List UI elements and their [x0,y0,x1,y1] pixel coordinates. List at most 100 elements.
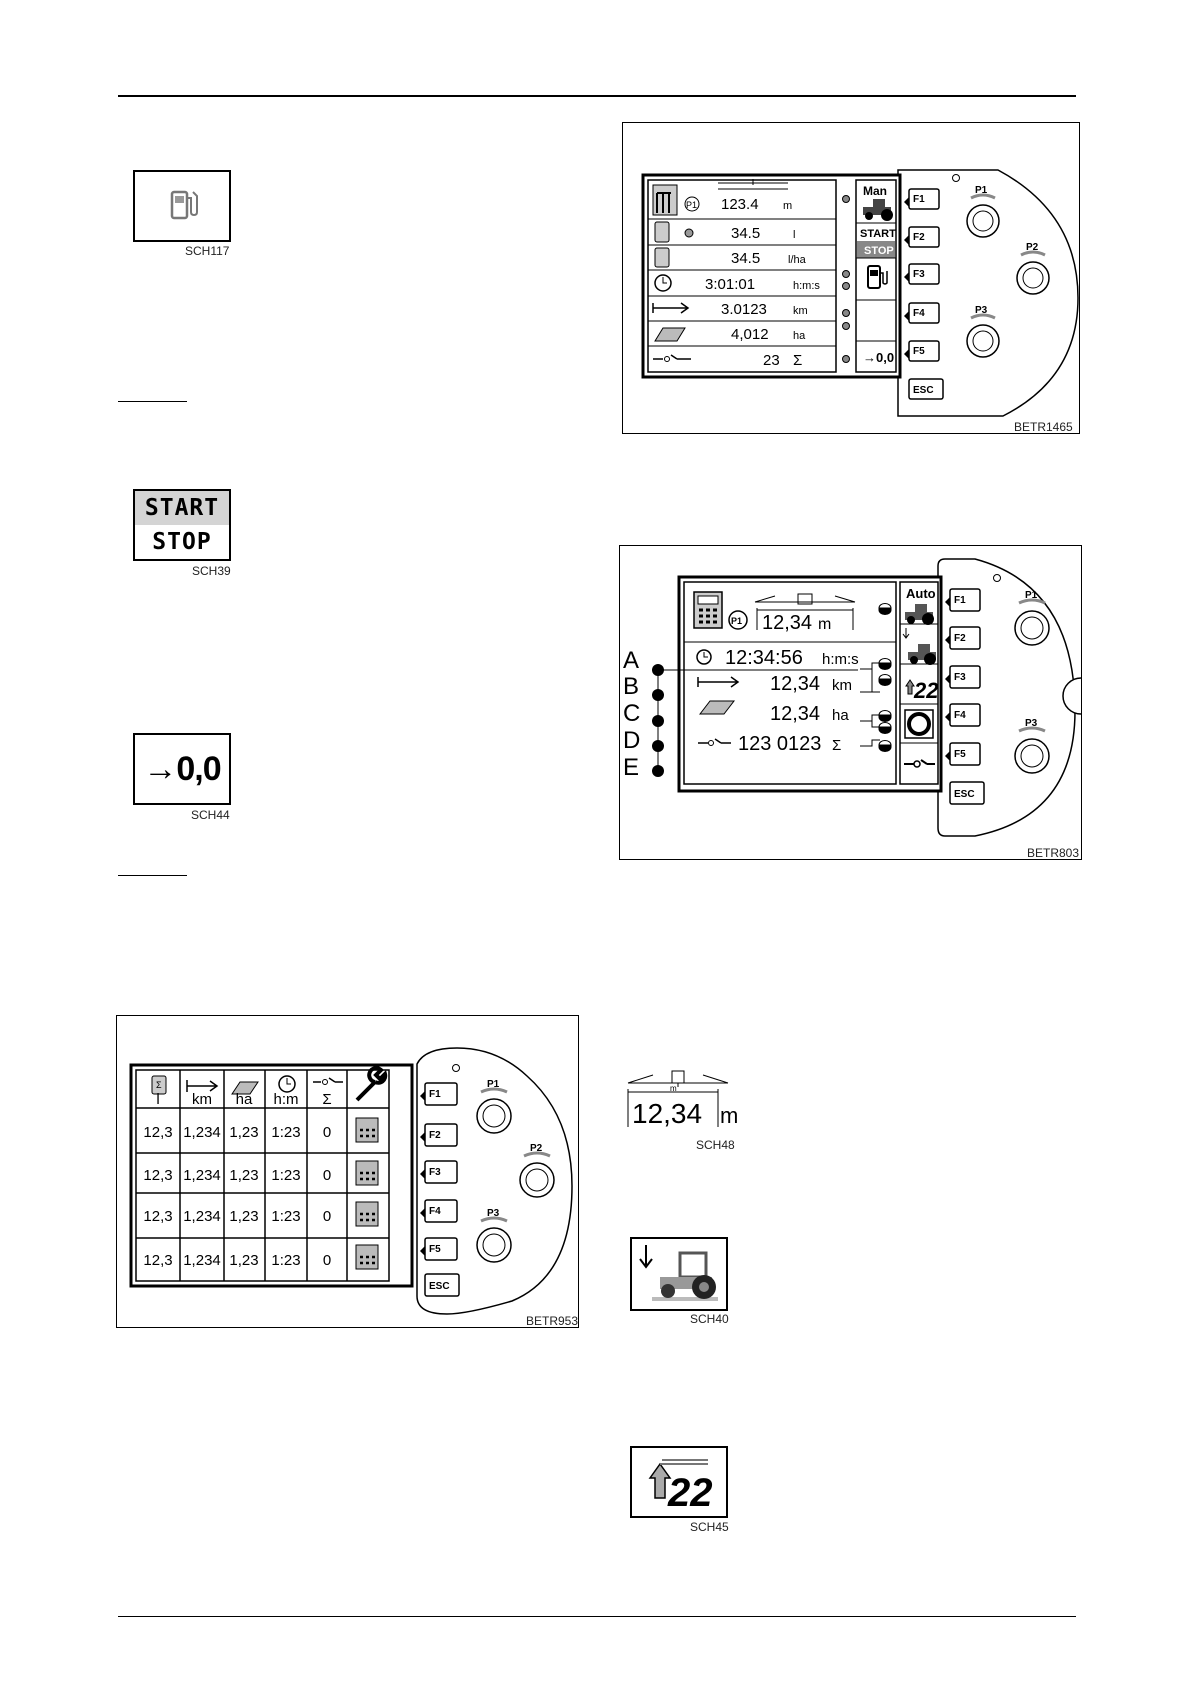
row-unit-4: h:m:s [793,280,820,292]
auto-label: Auto [906,586,936,601]
f2-key[interactable]: F2 [913,232,925,243]
footer-rule [118,1616,1076,1617]
table-cell: 1:23 [271,1167,300,1184]
fuel-pump-icon [151,1075,167,1095]
reset-label: →0,0 [143,750,221,788]
table-cell: 1,234 [183,1124,221,1141]
header-km: km [192,1091,212,1108]
f3-key[interactable]: F3 [913,269,925,280]
f4-key[interactable]: F4 [954,710,966,721]
svg-text:P1: P1 [1025,590,1038,601]
knob-p3[interactable]: P3 [476,1208,512,1263]
knob-p1[interactable]: P1 [966,185,1000,238]
esc-key[interactable]: ESC [954,789,975,800]
figure-betr803: P1 12,34 m 12:34:56 h:m:s 12,34 km 12,34… [619,545,1082,860]
fuel-pump-icon [170,190,198,220]
figure-betr1465: P1 123.4 m 34.5 l 34.5 l/ha 3:01:01 h:m:… [622,122,1080,434]
terminal-display-2: P1 12,34 m 12:34:56 h:m:s 12,34 km 12,34… [623,558,1082,837]
row-b-unit: km [832,677,852,694]
esc-key[interactable]: ESC [429,1281,450,1292]
clock-icon [278,1075,296,1093]
reset-label: →0,0 [863,350,894,365]
tractor-lower-symbol [630,1237,728,1311]
callout-c: C [623,700,640,727]
width-value: 12,34 [762,612,812,634]
counter-up-graphic: 22 [648,1459,713,1515]
table-cell: 0 [323,1252,331,1269]
svg-text:P1: P1 [487,1079,500,1090]
counter-value: 22 [913,678,939,703]
row-value-1: 123.4 [721,196,759,213]
row-e-unit: Σ [832,737,841,754]
row-value-3: 34.5 [731,250,760,267]
svg-text:P3: P3 [487,1208,500,1219]
row-value-2: 34.5 [731,225,760,242]
f3-key[interactable]: F3 [954,672,966,683]
svg-text:P3: P3 [1025,718,1038,729]
arrow-up-icon [648,1462,672,1499]
counter-switch-icon [313,1077,343,1083]
row-value-7: 23 [763,352,780,369]
knob-p2[interactable] [1062,677,1082,715]
f1-key[interactable]: F1 [954,595,966,606]
knob-p2[interactable]: P2 [1016,242,1050,295]
counter-icon [698,738,731,744]
table-cell: 1:23 [271,1208,300,1225]
distance-icon [186,1080,219,1092]
stop-label: STOP [864,245,894,257]
knob-p3[interactable]: P3 [1014,718,1050,774]
callout-d: D [623,727,640,754]
table-cell: 12,3 [143,1124,172,1141]
area-icon [231,1081,259,1095]
callout-e: E [623,754,639,781]
arrow-down-icon [902,628,910,639]
svg-text:Σ: Σ [156,1080,162,1090]
f5-key[interactable]: F5 [954,749,966,760]
arrow-down-icon [639,1245,653,1269]
underline-2 [118,875,187,876]
row-unit-5: km [793,305,808,317]
f3-key[interactable]: F3 [429,1167,441,1178]
f2-key[interactable]: F2 [429,1130,441,1141]
table-cell: 1,23 [229,1167,258,1184]
header-hm: h:m [273,1091,298,1108]
f4-key[interactable]: F4 [429,1206,441,1217]
esc-key[interactable]: ESC [913,385,934,396]
f4-key[interactable]: F4 [913,308,925,319]
header-rule [118,95,1076,97]
knob-p1[interactable]: P1 [476,1079,512,1134]
row-c-value: 12,34 [770,703,820,725]
sprayer-boom-icon: m 12,34 m [627,1070,738,1129]
caption-sch40: SCH40 [690,1312,729,1326]
caption-betr953: BETR953 [526,1314,579,1328]
width-unit: m [818,616,831,633]
table-cell: 1:23 [271,1252,300,1269]
row-unit-7: Σ [793,352,802,369]
start-stop-symbol: START STOP [133,489,231,561]
f1-key[interactable]: F1 [913,194,925,205]
knob-p2[interactable]: P2 [519,1143,555,1198]
f1-key[interactable]: F1 [429,1089,441,1100]
row-a-unit: h:m:s [822,651,859,668]
row-value-6: 4,012 [731,326,769,343]
f2-key[interactable]: F2 [954,633,966,644]
caption-sch48: SCH48 [696,1138,735,1152]
fuel-pump-icon [867,265,881,289]
knob-p1[interactable]: P1 [1014,590,1050,646]
underline-1 [118,401,187,402]
stop-label: STOP [152,529,212,555]
table-cell: 1,23 [229,1124,258,1141]
width-value: 12,34 [632,1098,702,1129]
row-e-value: 123 0123 [738,733,821,755]
terminal-display-1: P1 123.4 m 34.5 l 34.5 l/ha 3:01:01 h:m:… [641,169,1079,417]
f5-key[interactable]: F5 [913,346,925,357]
area-icon [698,700,736,715]
f5-key[interactable]: F5 [429,1244,441,1255]
knob-p3[interactable]: P3 [966,305,1000,358]
arrow-up-icon [905,679,915,695]
header-ha: ha [236,1091,253,1108]
caption-betr1465: BETR1465 [1014,420,1073,434]
table-cell: 1,234 [183,1167,221,1184]
width-unit: m [720,1103,738,1128]
